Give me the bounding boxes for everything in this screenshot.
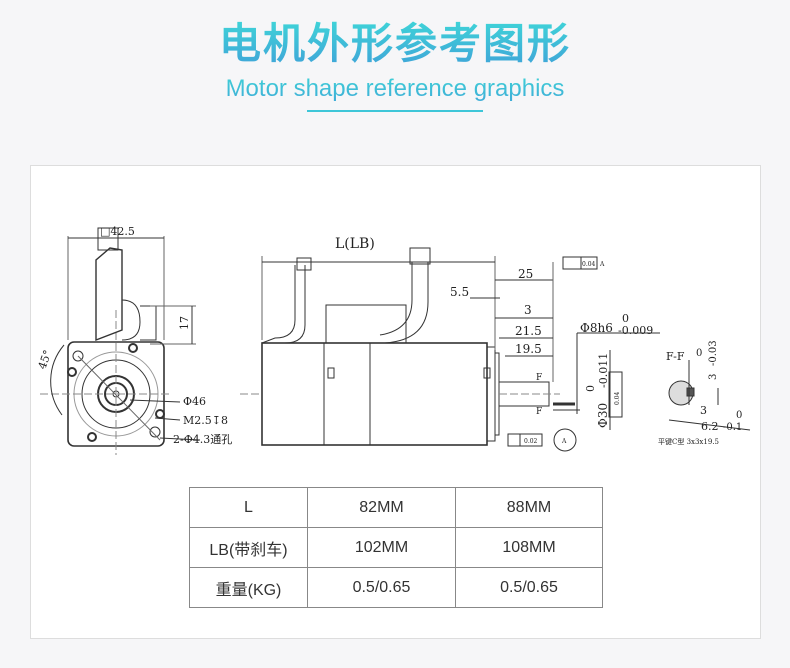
table-cell: 102MM: [307, 527, 456, 568]
side-view: [240, 247, 660, 452]
table-cell: 重量(KG): [189, 567, 308, 608]
shaft-tol-upper: 0: [622, 312, 629, 325]
front-angle-dim: 45°: [36, 348, 55, 371]
pilot-dia: Φ30: [596, 403, 610, 428]
front-thread-dim: M2.5↧8: [183, 414, 228, 427]
section-view: [668, 360, 751, 431]
dim-25: 25: [518, 267, 533, 281]
perp-tol: 0.04: [582, 261, 596, 268]
key-h: 3: [708, 374, 719, 380]
section-mark-bottom: F: [536, 407, 542, 417]
dim-3: 3: [524, 303, 532, 317]
depth-upper: 0: [736, 410, 742, 421]
front-square-dim: □42.5: [100, 225, 135, 238]
key-w: 3: [700, 404, 707, 417]
table-row: LB(带刹车) 102MM 108MM: [189, 527, 603, 568]
shaft-tol-lower: -0.009: [618, 324, 653, 337]
section-label: F-F: [666, 350, 685, 363]
dim-19-5: 19.5: [515, 342, 542, 356]
conc-tol: 0.04: [614, 391, 621, 405]
key-note: 平键C型 3x3x19.5: [658, 437, 719, 446]
page-title: 电机外形参考图形: [0, 14, 790, 74]
table-cell: 108MM: [455, 527, 603, 568]
datum-circle-label: A: [561, 438, 567, 445]
table-cell: 88MM: [455, 487, 603, 528]
table-cell: LB(带刹车): [189, 527, 308, 568]
front-dia-dim: Φ46: [183, 395, 206, 408]
key-h-upper: 0: [696, 348, 702, 359]
front-height-dim: 17: [178, 316, 191, 330]
runout-tol: 0.02: [524, 438, 538, 445]
key-h-lower: -0.03: [708, 340, 719, 366]
depth-lower: -0.1: [723, 422, 742, 433]
table-row: 重量(KG) 0.5/0.65 0.5/0.65: [189, 567, 603, 608]
table-cell: 0.5/0.65: [455, 567, 603, 608]
pilot-tol-lower: -0.011: [597, 353, 610, 388]
table-row: L 82MM 88MM: [189, 487, 603, 528]
length-label: L(LB): [335, 236, 375, 252]
spec-table: L 82MM 88MM LB(带刹车) 102MM 108MM 重量(KG) 0…: [189, 487, 603, 608]
section-mark-top: F: [536, 373, 542, 383]
depth: 6.2: [701, 420, 719, 433]
front-view: [40, 227, 201, 455]
pilot-tol-upper: 0: [584, 385, 597, 392]
shaft-dia: Φ8h6: [580, 321, 613, 335]
dim-5-5: 5.5: [450, 285, 469, 299]
page-subtitle: Motor shape reference graphics: [0, 72, 790, 106]
title-underline: [307, 110, 483, 112]
dim-21-5: 21.5: [515, 324, 542, 338]
table-cell: L: [189, 487, 308, 528]
table-cell: 82MM: [307, 487, 456, 528]
table-cell: 0.5/0.65: [307, 567, 456, 608]
datum-label: A: [599, 261, 605, 268]
front-holes-dim: 2-Φ4.3通孔: [173, 433, 232, 446]
